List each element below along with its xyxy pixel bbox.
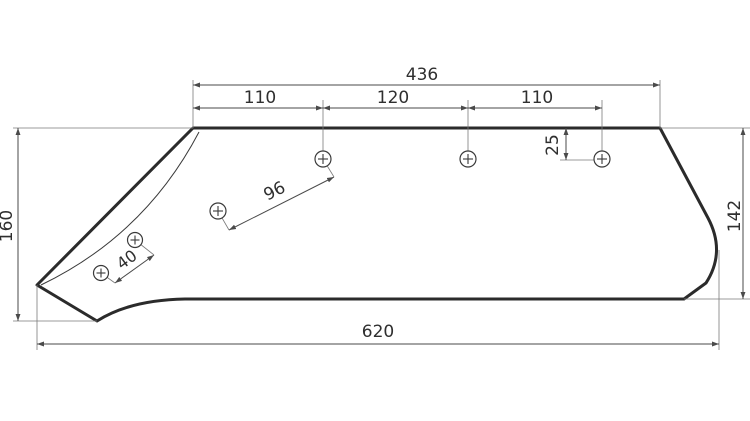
dim-label-40: 40 <box>113 246 141 273</box>
dim-label-160: 160 <box>0 210 17 242</box>
dim-label-142: 142 <box>725 200 745 232</box>
dim-line-96 <box>228 176 335 231</box>
blade-outline <box>35 126 718 323</box>
mounting-hole-icon <box>92 264 110 282</box>
mounting-hole-icon <box>314 150 332 168</box>
dim-label-620: 620 <box>362 322 394 342</box>
dim-line-40 <box>114 254 155 284</box>
dim-label-96: 96 <box>261 178 289 206</box>
mounting-hole-icon <box>593 150 611 168</box>
mounting-hole-icon <box>209 202 227 220</box>
mounting-hole-icon <box>459 150 477 168</box>
dim-label-110-left: 110 <box>244 88 276 108</box>
dim-label-120: 120 <box>377 88 409 108</box>
dim-label-436: 436 <box>406 65 438 85</box>
dim-label-110-right: 110 <box>521 88 553 108</box>
dim-label-25: 25 <box>543 134 563 156</box>
cutting-edge-bevel <box>40 131 200 286</box>
mounting-hole-icon <box>126 231 144 249</box>
